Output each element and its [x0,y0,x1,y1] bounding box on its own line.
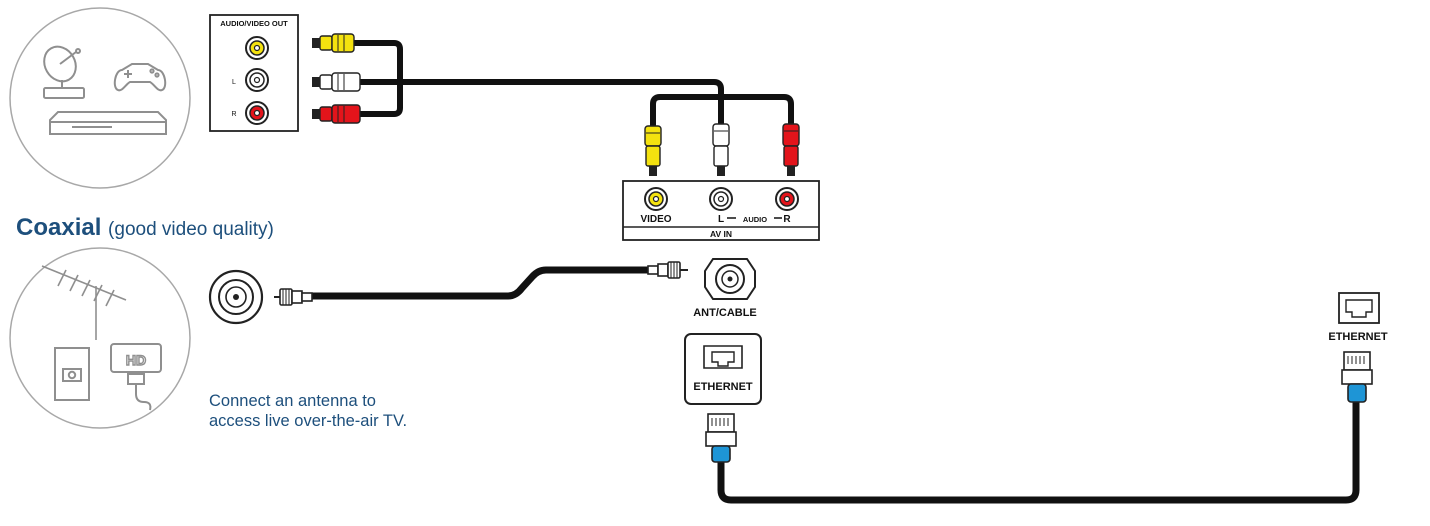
av-out-panel: AUDIO/VIDEO OUT L R [209,14,299,132]
av-out-video-plug[interactable] [312,33,355,53]
antenna-icon [41,265,127,340]
coax-wall-jack[interactable] [208,269,264,325]
ethernet-cable [717,402,1360,504]
antenna-illustration: HD [9,247,191,429]
tv-ethernet-port[interactable] [684,333,762,405]
av-in-right-label: R [783,214,791,225]
av-out-left-label: L [232,79,236,86]
av-out-audio-right-jack[interactable] [245,101,269,125]
av-in-audio-right-jack[interactable] [775,187,799,211]
coaxial-heading-title: Coaxial [16,214,102,241]
wall-plate-icon [54,347,90,401]
av-out-audio-left-jack[interactable] [245,68,269,92]
coax-plug-right[interactable] [647,261,688,279]
hd-badge: HD [126,352,146,368]
source-devices-circle [9,7,191,189]
tv-video-wire [650,94,794,131]
hd-antenna-icon [110,343,162,411]
satellite-dish-icon [43,45,85,99]
coax-plug-left[interactable] [274,288,313,306]
composite-cable-wires [349,40,794,131]
av-out-audio-left-plug[interactable] [312,72,361,92]
ant-cable-port[interactable] [704,258,756,300]
ethernet-plug-tv[interactable] [705,413,737,463]
av-in-video-jack[interactable] [644,187,668,211]
router-ethernet-port[interactable] [1338,292,1380,324]
av-in-panel: VIDEO L AUDIO R AV IN [622,180,820,241]
ant-cable-label: ANT/CABLE [693,307,757,319]
audio-left-wire [357,79,724,129]
tv-ethernet-label: ETHERNET [693,381,753,393]
ethernet-plug-router[interactable] [1341,351,1373,403]
game-controller-icon [113,63,167,92]
av-in-audio-left-plug[interactable] [712,123,730,176]
av-in-audio-right-plug[interactable] [782,123,800,176]
av-in-video-label: VIDEO [640,214,671,225]
antenna-circle [9,247,191,429]
antenna-caption-line-1: Connect an antenna to [209,392,376,410]
av-in-audio-label: AUDIO [743,215,767,224]
av-in-footer: AV IN [710,229,732,239]
video-wire [349,40,403,117]
av-in-audio-left-jack[interactable] [709,187,733,211]
source-devices-illustration [9,7,191,189]
av-out-video-jack[interactable] [245,36,269,60]
av-in-left-label: L [718,214,724,225]
av-out-audio-right-plug[interactable] [312,104,361,124]
av-out-right-label: R [231,111,236,118]
av-in-video-plug[interactable] [644,125,662,176]
router-ethernet-label: ETHERNET [1328,331,1388,343]
blu-ray-player-icon [49,111,167,135]
coaxial-heading: Coaxial (good video quality) [16,214,274,242]
av-out-title: AUDIO/VIDEO OUT [220,19,288,28]
coax-cable [312,266,650,300]
coaxial-heading-note: (good video quality) [108,219,274,240]
antenna-caption-line-2: access live over-the-air TV. [209,412,408,430]
antenna-caption: Connect an antenna to access live over-t… [209,391,407,431]
